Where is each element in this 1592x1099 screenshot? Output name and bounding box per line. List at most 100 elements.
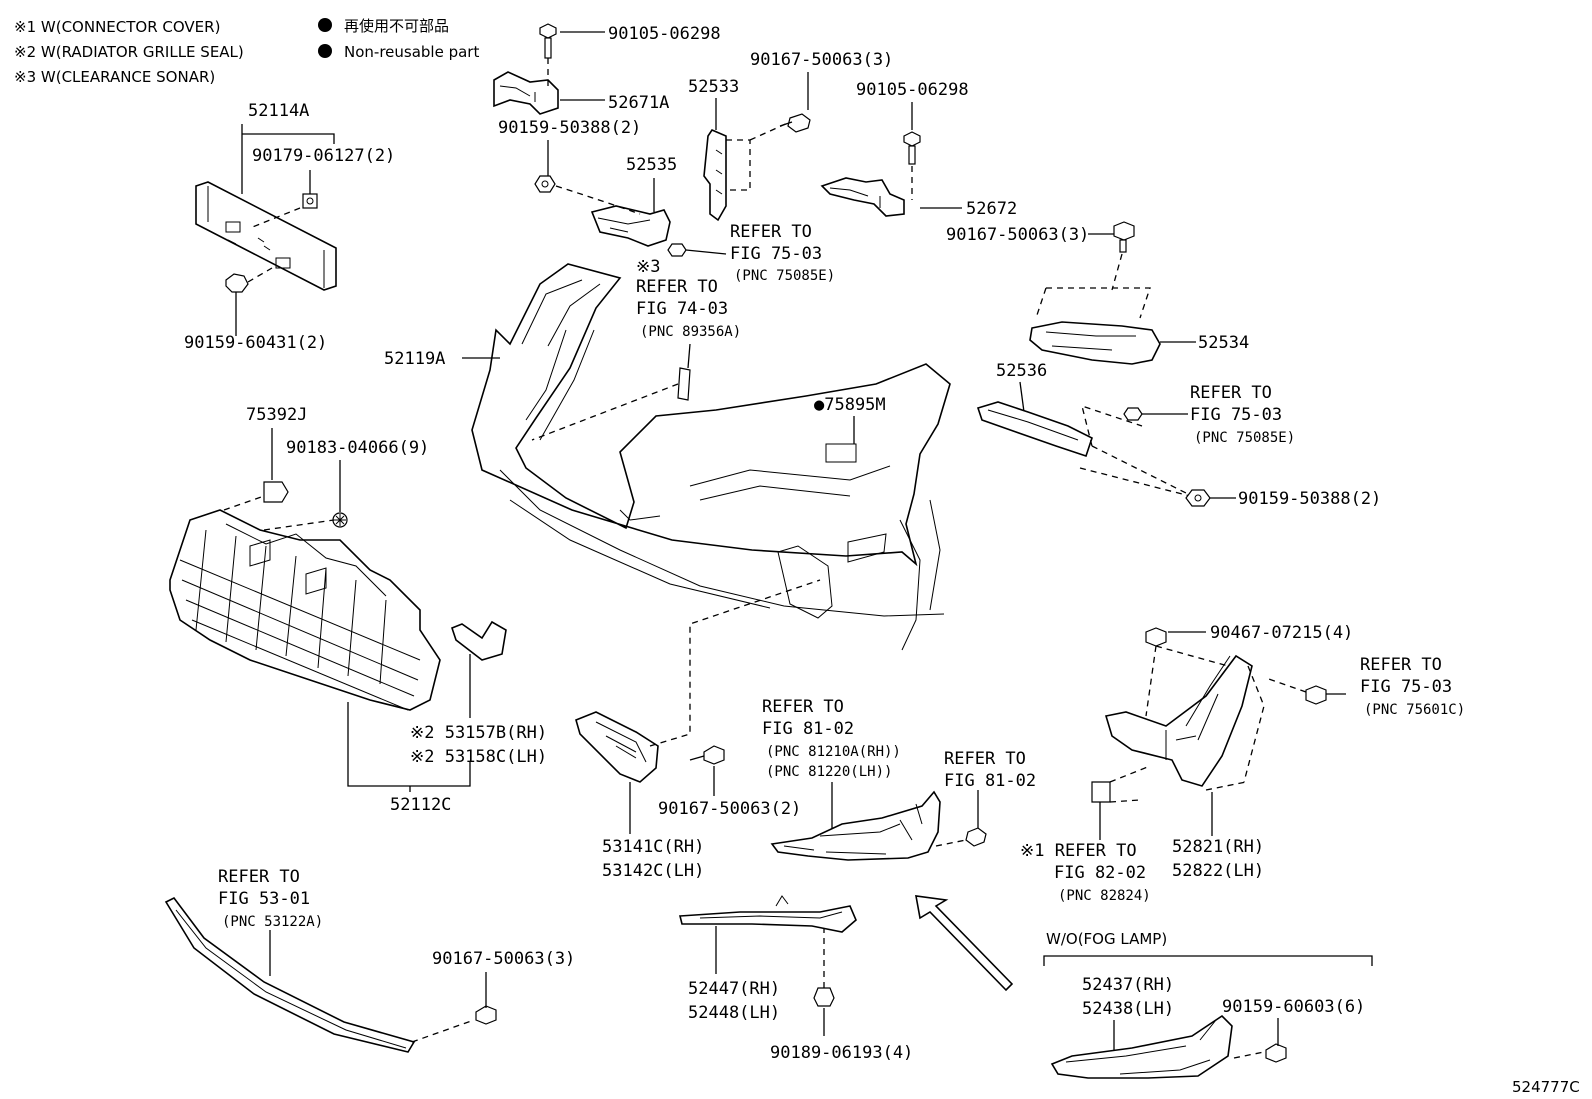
label-90179-06127: 90179-06127(2)	[252, 146, 395, 166]
label-refer-89356A-1: REFER TO	[636, 277, 718, 297]
label-52448: 52448(LH)	[688, 1003, 780, 1023]
bolt-90167-50063-2-icon	[689, 745, 725, 796]
label-75895M: ●75895M	[814, 395, 886, 415]
label-90159-50388-top: 90159-50388(2)	[498, 118, 641, 138]
label-refer-75085E-b-3: (PNC 75085E)	[1194, 430, 1295, 446]
legend-note-3: ※3 W(CLEARANCE SONAR)	[14, 68, 215, 86]
label-refer-75085E-b-2: FIG 75-03	[1190, 405, 1282, 425]
label-52822: 52822(LH)	[1172, 861, 1264, 881]
fog-lamp-assy	[770, 790, 967, 861]
label-52672: 52672	[966, 199, 1017, 219]
fog-cover-52437	[1050, 1014, 1265, 1079]
label-wo-fog-lamp: W/O(FOG LAMP)	[1046, 930, 1167, 948]
label-90105-06298-right: 90105-06298	[856, 80, 969, 100]
label-90159-60603: 90159-60603(6)	[1222, 997, 1365, 1017]
label-52533: 52533	[688, 77, 739, 97]
figure-id: 524777C	[1512, 1078, 1580, 1096]
moulding-52447	[678, 895, 857, 974]
label-refer-812-2: FIG 81-02	[762, 719, 854, 739]
label-90167-50063-3-bot: 90167-50063(3)	[432, 949, 575, 969]
label-refer-75601C-3: (PNC 75601C)	[1364, 702, 1465, 718]
legend: ※1 W(CONNECTOR COVER) ※2 W(RADIATOR GRIL…	[14, 17, 479, 86]
label-52438: 52438(LH)	[1082, 999, 1174, 1019]
label-53158C: ※2 53158C(LH)	[410, 747, 547, 767]
label-53142C: 53142C(LH)	[602, 861, 704, 881]
bolt-90105-top-icon	[539, 23, 605, 59]
label-90159-60431: 90159-60431(2)	[184, 333, 327, 353]
label-53141C: 53141C(RH)	[602, 837, 704, 857]
label-90189-06193: 90189-06193(4)	[770, 1043, 913, 1063]
label-refer-75601C-1: REFER TO	[1360, 655, 1442, 675]
clip-90189-icon	[813, 928, 835, 1036]
side-bracket-52821	[1104, 654, 1265, 836]
label-90159-50388-right: 90159-50388(2)	[1238, 489, 1381, 509]
label-refer-89356A-2: FIG 74-03	[636, 299, 728, 319]
clip-sonar-icon	[667, 243, 727, 257]
label-52534: 52534	[1198, 333, 1249, 353]
nonreusable-dot-icon	[318, 44, 332, 58]
label-52119A: 52119A	[384, 349, 445, 369]
label-refer-75085E-a-1: REFER TO	[730, 222, 812, 242]
label-90183-04066: 90183-04066(9)	[286, 438, 429, 458]
label-75392J: 75392J	[246, 405, 307, 425]
label-52112C: 52112C	[390, 795, 451, 815]
label-53157B: ※2 53157B(RH)	[410, 723, 547, 743]
label-refer-75085E-b-1: REFER TO	[1190, 383, 1272, 403]
bolt-90167-icon	[779, 113, 811, 133]
label-refer-82824-2: FIG 82-02	[1054, 863, 1146, 883]
label-refer-75085E-a-3: (PNC 75085E)	[734, 268, 835, 284]
label-refer-8102-b-2: FIG 81-02	[944, 771, 1036, 791]
license-plate-bracket-52114A	[195, 181, 337, 291]
fog-garnish-53141C	[575, 579, 821, 834]
nonreusable-label-en: Non-reusable part	[344, 43, 479, 61]
legend-note-1: ※1 W(CONNECTOR COVER)	[14, 18, 220, 36]
nut-90159-50388-right-icon	[1185, 489, 1236, 507]
label-52447: 52447(RH)	[688, 979, 780, 999]
bracket-52536	[976, 401, 1193, 497]
label-52437: 52437(RH)	[1082, 975, 1174, 995]
nut-90159-icon	[534, 175, 556, 193]
label-52821: 52821(RH)	[1172, 837, 1264, 857]
label-refer-82824-1: ※1 REFER TO	[1020, 841, 1137, 861]
nut-90159-60431-icon	[225, 267, 273, 336]
nut-90467-icon	[1145, 627, 1229, 717]
label-90467-07215: 90467-07215(4)	[1210, 623, 1353, 643]
nonreusable-dot-icon	[318, 18, 332, 32]
legend-note-2: ※2 W(RADIATOR GRILLE SEAL)	[14, 43, 244, 61]
bracket-52533	[703, 121, 791, 222]
bumper-cover-52119A	[471, 263, 951, 651]
label-52536: 52536	[996, 361, 1047, 381]
label-52671A: 52671A	[608, 93, 669, 113]
label-note3-mark: ※3	[636, 257, 660, 277]
nonreusable-label-jp: 再使用不可部品	[344, 17, 449, 35]
clip-90179-icon	[302, 170, 318, 209]
label-refer-82824-3: (PNC 82824)	[1058, 888, 1151, 904]
view-arrow-icon	[915, 895, 1014, 992]
label-refer-75601C-2: FIG 75-03	[1360, 677, 1452, 697]
label-refer-53122A-1: REFER TO	[218, 867, 300, 887]
label-refer-89356A-3: (PNC 89356A)	[640, 324, 741, 340]
label-90167-50063-2: 90167-50063(2)	[658, 799, 801, 819]
label-refer-53122A-3: (PNC 53122A)	[222, 914, 323, 930]
bracket-52671A	[493, 58, 605, 115]
label-refer-8102-b-1: REFER TO	[944, 749, 1026, 769]
label-refer-75085E-a-2: FIG 75-03	[730, 244, 822, 264]
bracket-52672	[820, 166, 962, 217]
label-90105-06298-top: 90105-06298	[608, 24, 721, 44]
label-refer-53122A-2: FIG 53-01	[218, 889, 310, 909]
bolt-90105-right-icon	[903, 131, 921, 165]
label-90167-50063-3-mid: 90167-50063(3)	[946, 225, 1089, 245]
clip-75392J-icon	[263, 481, 289, 503]
lower-spoiler-53122A	[164, 896, 475, 1053]
connector-cover-82824	[1091, 765, 1151, 840]
bolt-90159-60603-icon	[1265, 1018, 1287, 1063]
clip-90183-icon	[332, 512, 348, 528]
label-refer-812-4: (PNC 81220(LH))	[766, 764, 892, 780]
sonar-cover-plate	[531, 343, 691, 441]
bolt-ref-75085E-b-icon	[1123, 407, 1188, 421]
label-52535: 52535	[626, 155, 677, 175]
bolt-90167-mid-icon	[1111, 221, 1135, 291]
grille-seal-53157B	[451, 620, 507, 718]
label-refer-812-3: (PNC 81210A(RH))	[766, 744, 901, 760]
